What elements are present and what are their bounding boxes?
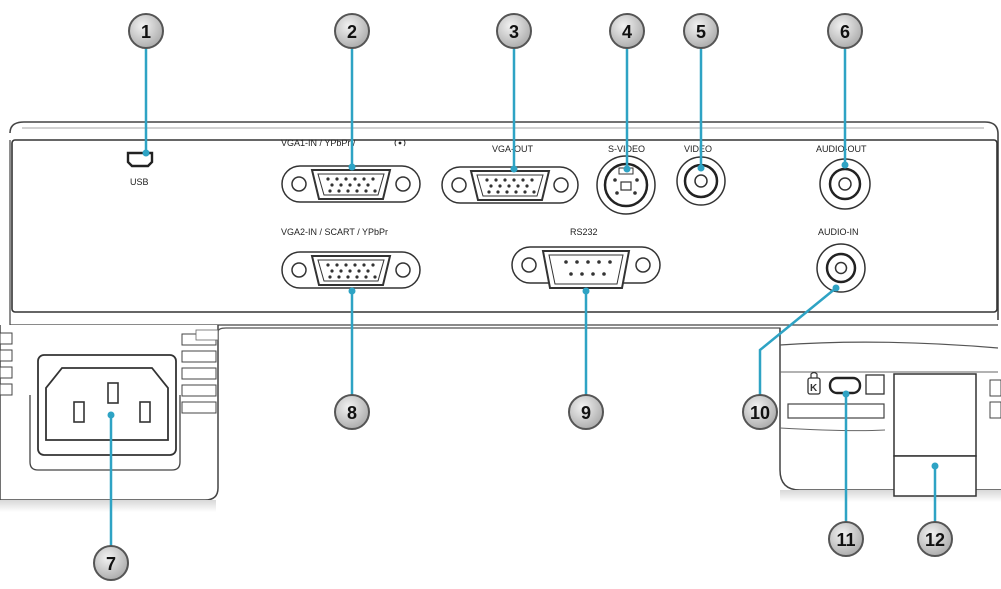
svg-text:11: 11 [836,530,855,550]
vga1-in-port[interactable] [281,165,421,203]
adjustable-foot[interactable] [893,373,977,457]
rs232-label: RS232 [570,227,598,237]
vga2-in-port[interactable] [281,251,421,289]
svg-text:7: 7 [106,554,116,574]
svg-text:10: 10 [750,403,770,423]
audio-in-port[interactable] [816,243,866,293]
projector-lower-right: K [779,328,1001,502]
audio-in-label: AUDIO-IN [818,227,859,237]
audio-out-label: AUDIO-OUT [816,144,867,154]
svg-text:1: 1 [141,22,151,42]
callout-badge-9: 9 [568,394,604,430]
svg-text:K: K [810,383,818,394]
projector-middle-bottom [195,327,781,341]
svg-text:5: 5 [696,22,706,42]
leader-dots [107,149,939,470]
callout-badge-5: 5 [683,13,719,49]
vga-out-port[interactable] [441,166,579,204]
leader-lines [109,48,937,548]
svg-text:9: 9 [581,403,591,423]
callout-badge-8: 8 [334,394,370,430]
svg-text:6: 6 [840,22,850,42]
audio-out-port[interactable] [819,158,871,210]
svg-text:4: 4 [622,22,632,42]
kensington-lock-icon: K [807,371,821,395]
callout-badges: 1 2 3 4 5 6 7 8 [93,13,953,581]
callout-badge-11: 11 [828,521,864,557]
s-video-port[interactable] [596,155,656,215]
svg-text:12: 12 [925,530,945,550]
svg-text:3: 3 [509,22,519,42]
video-label: VIDEO [684,144,712,154]
callout-badge-12: 12 [917,521,953,557]
usb-label: USB [130,177,149,187]
callout-badge-7: 7 [93,545,129,581]
callout-badge-3: 3 [496,13,532,49]
callout-badge-1: 1 [128,13,164,49]
vga2-in-label: VGA2-IN / SCART / YPbPr [281,227,388,237]
callout-badge-10: 10 [742,394,778,430]
callout-badge-4: 4 [609,13,645,49]
callout-badge-6: 6 [827,13,863,49]
callout-badge-2: 2 [334,13,370,49]
rs232-port[interactable] [511,246,661,289]
wireless-signal-icon [394,139,406,147]
leader-line-10 [758,287,837,396]
svg-text:2: 2 [347,22,357,42]
projector-lower-left [0,325,219,512]
vga1-in-label: VGA1-IN / YPbPr / [281,138,356,148]
svg-text:8: 8 [347,403,357,423]
